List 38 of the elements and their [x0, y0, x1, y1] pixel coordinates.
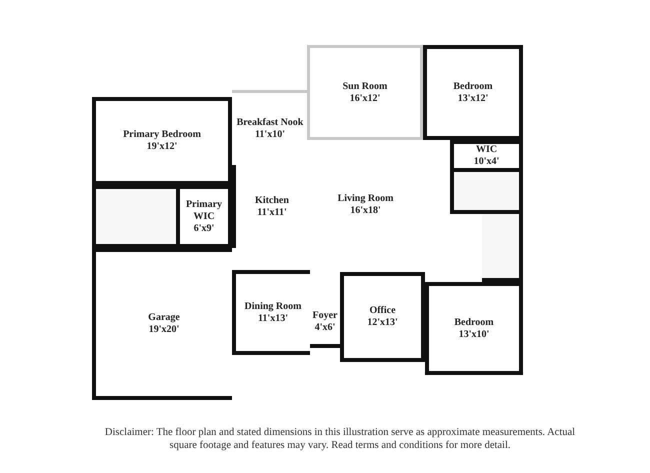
room-name: Dining Room: [244, 300, 302, 312]
room-name: Office: [369, 305, 396, 317]
room-dimensions: 11'x10': [254, 129, 285, 141]
room-dimensions: 10'x4': [474, 156, 500, 168]
room-outline: [232, 270, 310, 355]
room-outline: [92, 97, 232, 185]
room-outline: [180, 185, 232, 248]
room-name: Bedroom: [454, 316, 494, 328]
room-dimensions: 12'x13': [367, 317, 398, 329]
room-outline: [92, 248, 232, 400]
room-name: Sun Room: [342, 80, 388, 92]
room-dimensions: 6'x9': [194, 222, 214, 234]
room-outline: [423, 45, 523, 140]
room-name: Bedroom: [453, 80, 493, 92]
room-dimensions: 4'x6': [314, 322, 336, 334]
room-name: WIC: [476, 144, 498, 156]
room-dimensions: 16'x18': [350, 205, 381, 217]
room-name: Living Room: [338, 193, 394, 205]
room-outline: [340, 272, 425, 362]
room-name: Breakfast Nook: [236, 117, 304, 129]
bathroom-outline: [450, 172, 523, 214]
room-dimensions: 19'x12': [146, 141, 178, 153]
room-name: Foyer: [312, 310, 338, 322]
room-outline: [425, 282, 523, 375]
room-dimensions: 19'x20': [148, 324, 180, 336]
room-dimensions: 11'x13': [258, 312, 288, 324]
room-dimensions: 13'x10': [458, 328, 490, 340]
room-name: Kitchen: [255, 194, 289, 206]
bathroom-outline: [482, 214, 523, 282]
room-dimensions: 11'x11': [257, 206, 287, 218]
room-name: Garage: [148, 312, 180, 324]
room-name: Primary WIC: [184, 198, 224, 222]
room-outline: [307, 45, 423, 140]
disclaimer-text: Disclaimer: The floor plan and stated dimensions in this illustration serve as approximate measurements. Actual square footage and features may vary. Read terms and conditions for more detail.: [104, 426, 576, 452]
room-name: Primary Bedroom: [123, 129, 201, 141]
room-dimensions: 13'x12': [458, 92, 488, 104]
room-outline: [450, 140, 523, 172]
room-dimensions: 16'x12': [350, 92, 380, 104]
